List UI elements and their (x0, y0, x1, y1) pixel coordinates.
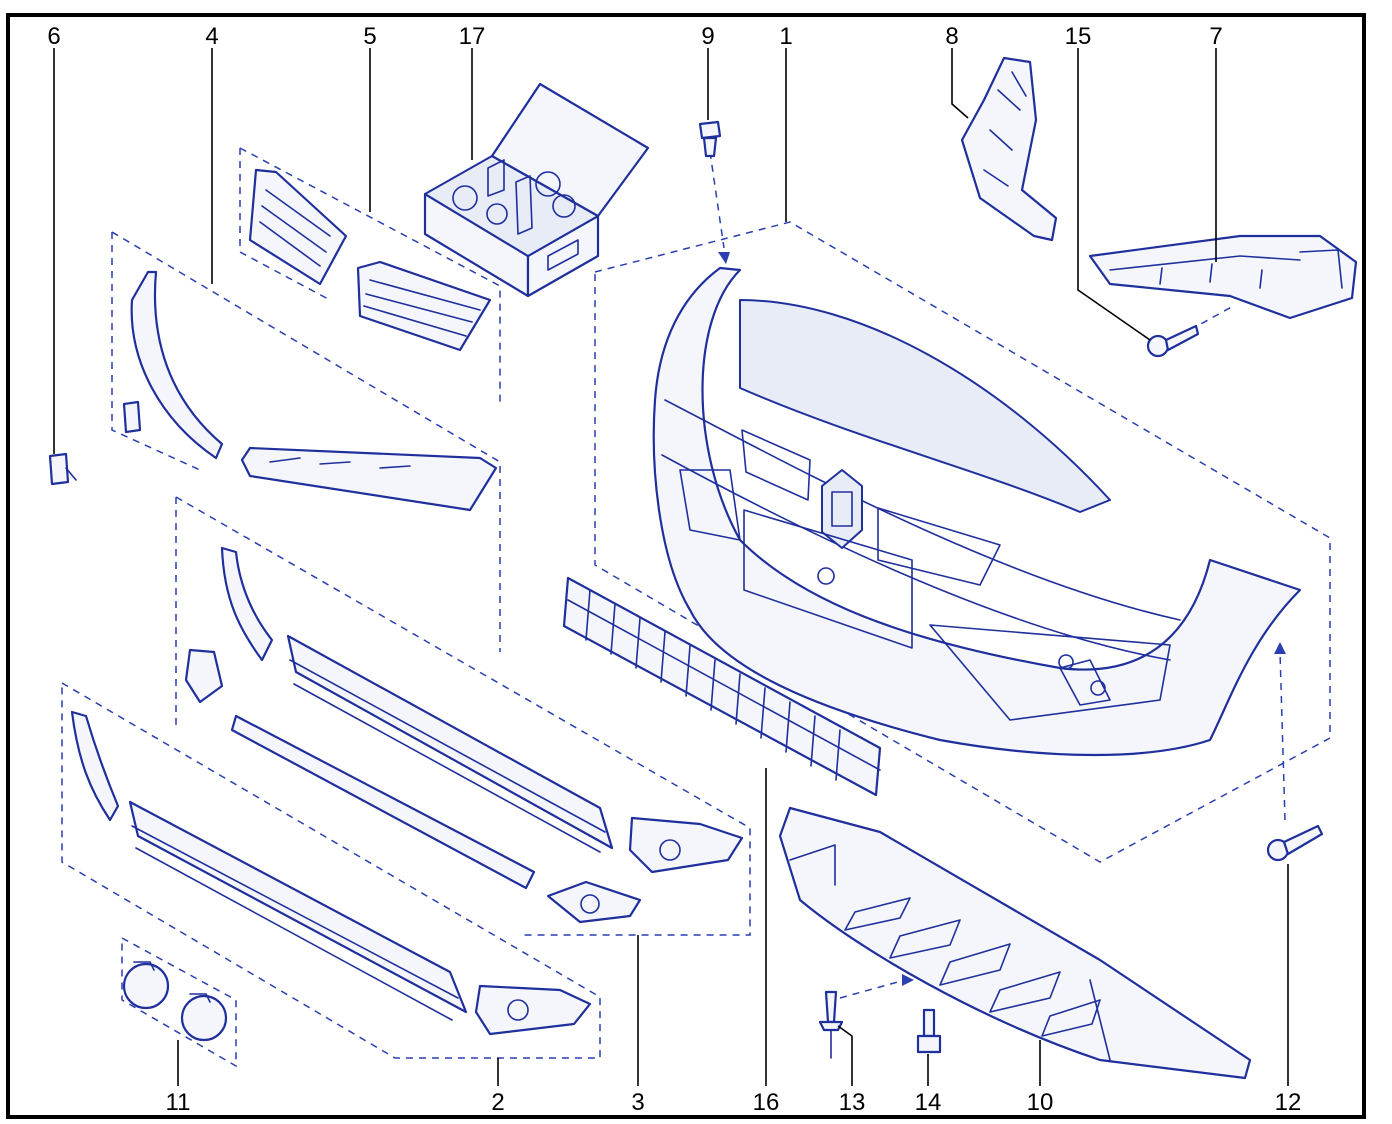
fog-lamps-11 (122, 961, 228, 1042)
callout-4: 4 (205, 23, 218, 50)
callout-17: 17 (459, 23, 486, 50)
vent-grilles-5 (248, 168, 492, 352)
clip-6 (48, 452, 77, 486)
callout-11: 11 (166, 1089, 191, 1116)
undertray-10 (778, 806, 1252, 1080)
callout-9: 9 (701, 23, 714, 50)
arrow-9 (718, 252, 730, 264)
arrow-13 (902, 974, 914, 986)
assembly-path-15 (1189, 304, 1236, 331)
boundary-grille-group-5 (239, 147, 501, 404)
boundary-foglamps-11 (121, 936, 237, 1068)
assembly-path-9 (709, 151, 725, 249)
callout-15: 15 (1065, 23, 1092, 50)
front-bumper (652, 266, 1302, 757)
callout-6: 6 (47, 23, 60, 50)
callout-12: 12 (1275, 1089, 1302, 1116)
screw-15 (1146, 324, 1200, 358)
callout-1: 1 (779, 23, 792, 50)
boundary-bumper-group (594, 221, 1331, 863)
grille-group-3 (184, 546, 744, 924)
grille-group-2 (70, 710, 592, 1036)
callout-7: 7 (1209, 23, 1222, 50)
callout-10: 10 (1027, 1089, 1054, 1116)
callout-16: 16 (753, 1089, 780, 1116)
callout-5: 5 (363, 23, 376, 50)
assembly-path-12 (1279, 651, 1286, 821)
callout-numbers: 6 4 5 17 9 1 8 15 7 11 2 3 16 13 14 10 1… (47, 23, 1301, 1116)
assembly-path-13 (839, 979, 906, 999)
leader-lines (53, 48, 1289, 1086)
boundary-grille-group-3 (175, 496, 751, 936)
fixing-kit-box-17 (423, 82, 650, 298)
callout-14: 14 (915, 1089, 942, 1116)
lower-grille-16 (562, 576, 882, 797)
trim-group-4 (122, 270, 498, 512)
screw-12 (1266, 824, 1324, 862)
callout-3: 3 (631, 1089, 644, 1116)
callout-8: 8 (945, 23, 958, 50)
side-bracket-7 (1088, 234, 1358, 320)
arrow-12 (1274, 642, 1286, 654)
diagram-frame (6, 13, 1366, 1119)
boundary-grille-group-4 (111, 231, 501, 652)
side-bracket-8 (960, 56, 1058, 242)
callout-13: 13 (839, 1089, 866, 1116)
rivet-13 (818, 990, 844, 1059)
push-clip-9 (698, 120, 722, 158)
callout-2: 2 (491, 1089, 504, 1116)
bolt-14 (916, 1008, 942, 1054)
